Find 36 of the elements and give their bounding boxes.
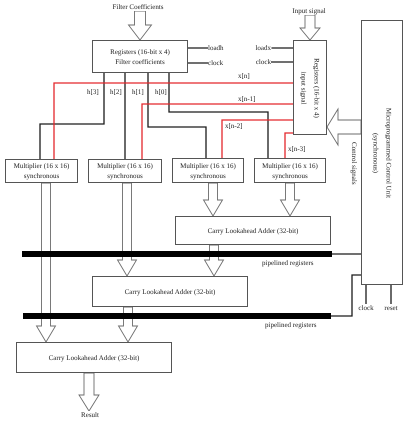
signal-line [188,62,208,64]
bus-arrow [78,372,100,412]
bus-arrow [299,14,321,41]
signal-line [147,73,207,158]
register-box [92,40,188,73]
multiplier-box [172,158,244,183]
bus-arrow [202,182,224,217]
adder-box [16,342,172,373]
bus-arrow [36,182,56,343]
signal-line [332,253,361,255]
multiplier-box [88,159,162,183]
signal-line [141,103,293,159]
pipeline-register-bar [22,251,332,257]
signal-line [39,73,105,159]
adder-box [175,216,331,245]
signal-line [271,61,293,63]
signal-line [271,47,293,49]
adder-box [92,276,248,307]
signal-line [124,73,126,159]
bus-arrow [280,182,300,217]
bus-arrow [116,182,138,277]
signal-line [331,274,361,317]
signal-line [53,82,293,159]
signal-line [284,132,293,158]
multiplier-box [254,158,326,183]
signal-line [188,47,208,49]
signal-line [168,73,269,158]
signal-line [221,119,293,158]
signal-line [365,285,367,304]
pipeline-register-bar [23,313,331,319]
bus-arrow [128,10,152,41]
bus-arrow [326,107,362,147]
signal-line [390,285,392,304]
register-box [293,40,327,135]
control-unit-box [361,20,403,285]
multiplier-box [5,159,78,183]
